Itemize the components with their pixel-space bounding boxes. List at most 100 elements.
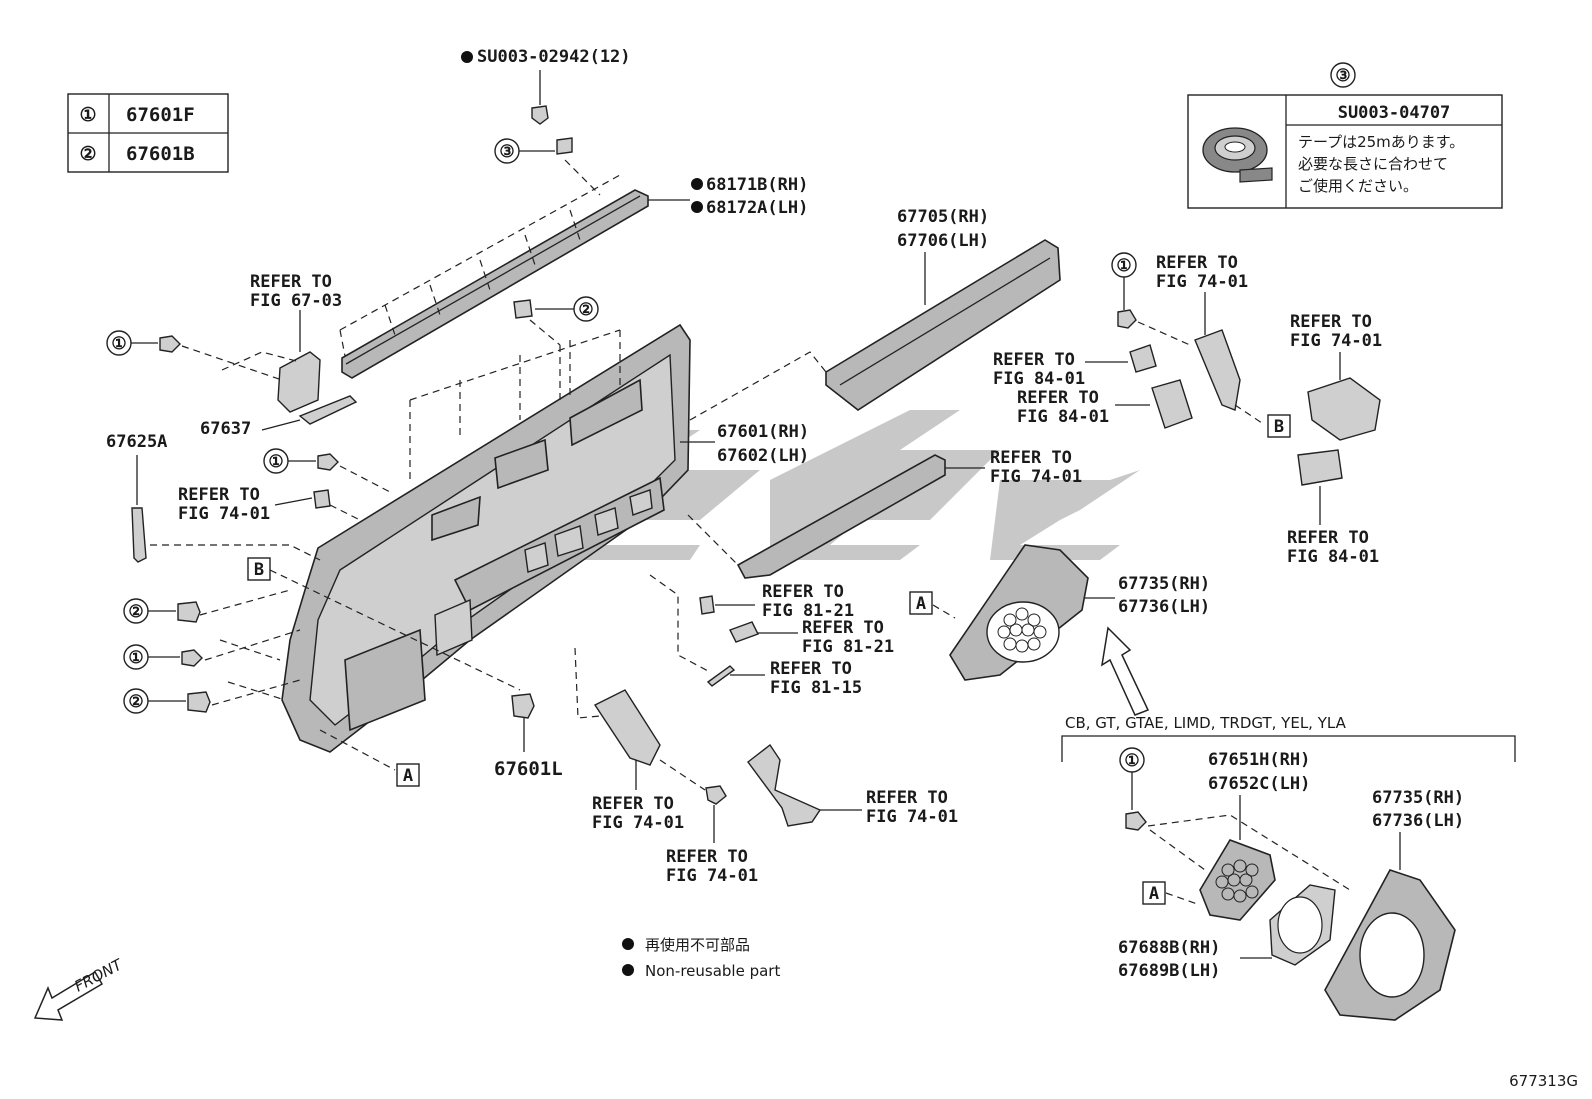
tape-piece	[556, 137, 573, 155]
label-refer-to: REFER TO	[1017, 388, 1099, 408]
label-refer-to: REFER TO	[1290, 312, 1372, 332]
label-68172a: 68172A(LH)	[706, 198, 808, 218]
label-refer-to: REFER TO	[990, 448, 1072, 468]
refer-74-01-left: REFER TO FIG 74-01	[178, 485, 361, 524]
label-fig-84-01: FIG 84-01	[1287, 547, 1379, 567]
front-arrow-icon	[33, 970, 104, 1021]
table-part-1: 67601F	[126, 104, 195, 126]
grade-section: CB, GT, GTAE, LIMD, TRDGT, YEL, YLA ① 67…	[1061, 714, 1516, 1021]
lower-bracket-2: REFER TO FIG 74-01	[747, 743, 958, 827]
marker-2-upper: ②	[513, 296, 599, 400]
upper-trim-panel: 67705(RH) 67706(LH)	[689, 207, 1061, 421]
tape-note-line-2: 必要な長さに合わせて	[1298, 155, 1448, 173]
belt-weatherstrip: 68171B(RH) 68172A(LH)	[339, 174, 808, 379]
label-67602lh: 67602(LH)	[717, 446, 809, 466]
legend-jp: 再使用不可部品	[645, 936, 750, 954]
marker-3: ③	[499, 142, 514, 162]
grade-list: CB, GT, GTAE, LIMD, TRDGT, YEL, YLA	[1065, 714, 1347, 732]
label-fig-84-01: FIG 84-01	[993, 369, 1085, 389]
tape-note-line-3: ご使用ください。	[1298, 177, 1418, 195]
left-clip-stack: ② ① ②	[123, 589, 301, 714]
label-67688b: 67688B(RH)	[1118, 938, 1220, 958]
front-arrow: FRONT	[33, 955, 127, 1021]
marker-1: ①	[128, 648, 143, 668]
mark-b: B	[1274, 417, 1284, 437]
label-67625a: 67625A	[106, 432, 167, 452]
tape-info-box: ③ SU003-04707 テープは25mあります。 必要な長さに合わせて ご使…	[1187, 62, 1503, 209]
marker-1: ①	[268, 452, 283, 472]
table-part-2: 67601B	[126, 143, 195, 165]
clip-67601l: 67601L	[494, 693, 563, 780]
small-switch-parts: REFER TO FIG 81-21 REFER TO FIG 81-21 RE…	[649, 574, 894, 698]
label-67735-lower: 67735(RH)	[1372, 788, 1464, 808]
label-su003-02942: SU003-02942(12)	[477, 47, 631, 67]
table-marker-1: ①	[79, 104, 96, 126]
label-refer-to: REFER TO	[762, 582, 844, 602]
label-67736-upper: 67736(LH)	[1118, 597, 1210, 617]
label-67601l: 67601L	[494, 758, 563, 780]
label-fig-74-01: FIG 74-01	[666, 866, 758, 886]
diagram-code: 677313G	[1509, 1072, 1578, 1090]
marker-1-upper: ①	[106, 330, 301, 381]
marker-2: ②	[128, 692, 143, 712]
label-68171b: 68171B(RH)	[706, 175, 808, 195]
label-fig-81-21: FIG 81-21	[762, 601, 854, 621]
label-refer-to: REFER TO	[178, 485, 260, 505]
marker-1: ①	[111, 334, 126, 354]
table-marker-2: ②	[79, 143, 96, 165]
strut-67625a: 67625A	[106, 432, 321, 563]
marker-b-left: B	[247, 557, 521, 691]
label-67706: 67706(LH)	[897, 231, 989, 251]
marker-2: ②	[128, 602, 143, 622]
front-label: FRONT	[71, 955, 126, 996]
right-switch-parts: ① REFER TO FIG 74-01 B REFER TO FIG 84-0…	[993, 252, 1382, 567]
label-fig-74-01: FIG 74-01	[1290, 331, 1382, 351]
label-67689b: 67689B(LH)	[1118, 961, 1220, 981]
label-refer-to: REFER TO	[592, 794, 674, 814]
legend-en: Non-reusable part	[645, 962, 780, 980]
tape-roll-icon	[1202, 127, 1273, 183]
marker-1: ①	[1124, 751, 1139, 771]
speaker-grille-upper: A 67735(RH) 67736(LH)	[909, 544, 1210, 716]
part-key-table: ① 67601F ② 67601B	[67, 93, 229, 173]
label-67601rh: 67601(RH)	[717, 422, 809, 442]
label-fig-74-01: FIG 74-01	[178, 504, 270, 524]
refer-67-03-bracket: REFER TO FIG 67-03	[250, 272, 342, 413]
mark-a: A	[916, 594, 926, 614]
tape-note-line-1: テープは25mあります。	[1298, 133, 1464, 151]
label-fig-74-01: FIG 74-01	[866, 807, 958, 827]
label-67652c: 67652C(LH)	[1208, 774, 1310, 794]
non-reusable-dot	[461, 51, 473, 63]
door-trim-panel: 67601(RH) 67602(LH)	[281, 323, 809, 753]
label-67651h: 67651H(RH)	[1208, 750, 1310, 770]
label-fig-81-21: FIG 81-21	[802, 637, 894, 657]
mark-a: A	[1149, 884, 1159, 904]
label-refer-to: REFER TO	[993, 350, 1075, 370]
label-fig-67-03: FIG 67-03	[250, 291, 342, 311]
label-refer-to: REFER TO	[1287, 528, 1369, 548]
tape-part-number: SU003-04707	[1338, 103, 1451, 123]
label-67735-upper: 67735(RH)	[1118, 574, 1210, 594]
top-clip-group: SU003-02942(12) ③	[461, 47, 631, 196]
marker-2: ②	[578, 300, 593, 320]
lower-bracket-1: REFER TO FIG 74-01 REFER TO FIG 74-01	[574, 647, 758, 886]
label-refer-to: REFER TO	[866, 788, 948, 808]
label-67637: 67637	[200, 419, 251, 439]
label-67705: 67705(RH)	[897, 207, 989, 227]
label-refer-to: REFER TO	[666, 847, 748, 867]
handle-bracket-67637: 67637	[200, 395, 358, 439]
marker-1-mid: ①	[263, 448, 391, 493]
label-refer-to: REFER TO	[1156, 253, 1238, 273]
legend: 再使用不可部品 Non-reusable part	[622, 936, 780, 980]
tape-marker: ③	[1335, 66, 1350, 86]
marker-1: ①	[1116, 256, 1131, 276]
label-67736-lower: 67736(LH)	[1372, 811, 1464, 831]
arrow-indicator	[1100, 626, 1150, 716]
label-fig-74-01: FIG 74-01	[1156, 272, 1248, 292]
label-refer-to: REFER TO	[770, 659, 852, 679]
label-fig-81-15: FIG 81-15	[770, 678, 862, 698]
label-refer-to: REFER TO	[802, 618, 884, 638]
label-refer-to: REFER TO	[250, 272, 332, 292]
marker-a-left: A	[319, 729, 420, 787]
mark-a: A	[403, 766, 413, 786]
